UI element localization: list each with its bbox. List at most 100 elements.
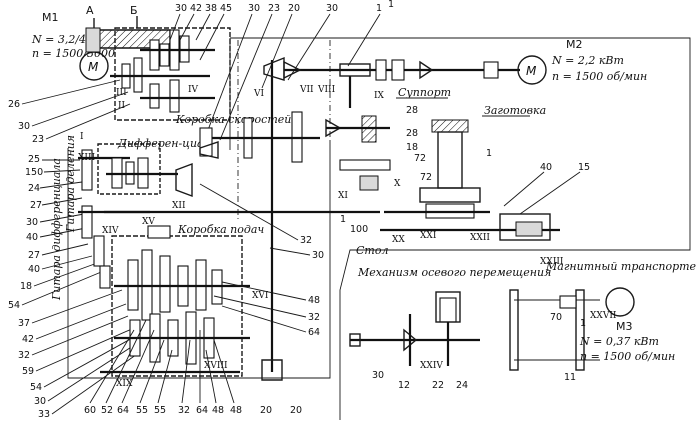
motor-m2-power: N = 2,2 кВт bbox=[551, 54, 624, 67]
svg-text:30: 30 bbox=[326, 3, 338, 14]
svg-text:XVIII: XVIII bbox=[204, 361, 228, 371]
motor-m2-name: M2 bbox=[566, 38, 583, 51]
top-numbers: 30 42 38 45 30 23 20 30 1 bbox=[169, 3, 382, 141]
svg-text:55: 55 bbox=[154, 405, 166, 416]
svg-text:VI: VI bbox=[253, 89, 264, 99]
svg-text:72: 72 bbox=[414, 153, 426, 164]
svg-text:42: 42 bbox=[22, 334, 34, 345]
svg-text:18: 18 bbox=[20, 281, 32, 292]
speed-box-label: Коробка скоростей bbox=[175, 113, 291, 126]
pulley-b-label: Б bbox=[130, 4, 138, 17]
svg-text:72: 72 bbox=[420, 172, 432, 183]
guitar-division-label: Гитара деления bbox=[64, 135, 77, 233]
svg-text:30: 30 bbox=[26, 217, 38, 228]
svg-text:40: 40 bbox=[26, 232, 38, 243]
bottom-numbers: 60 52 64 55 55 32 64 48 48 20 20 bbox=[84, 319, 302, 416]
svg-text:XIX: XIX bbox=[116, 379, 133, 389]
table-drive: 100 XX XXI XXII XXIII 40 15 1 1 bbox=[104, 148, 590, 267]
svg-text:1: 1 bbox=[376, 3, 382, 14]
svg-text:1: 1 bbox=[340, 214, 346, 225]
svg-text:70: 70 bbox=[550, 312, 562, 323]
svg-text:IV: IV bbox=[188, 85, 199, 95]
svg-text:18: 18 bbox=[406, 142, 418, 153]
table-label: Стол bbox=[356, 244, 388, 257]
svg-text:1: 1 bbox=[580, 318, 586, 329]
motor-m3-circle bbox=[605, 287, 635, 317]
svg-text:XI: XI bbox=[338, 191, 348, 201]
svg-text:45: 45 bbox=[220, 3, 232, 14]
svg-text:54: 54 bbox=[8, 300, 20, 311]
svg-text:48: 48 bbox=[212, 405, 224, 416]
motor-m3-name: M3 bbox=[616, 320, 633, 333]
motor-m3-power: N = 0,37 кВт bbox=[579, 335, 659, 348]
svg-text:XXVII: XXVII bbox=[590, 311, 617, 321]
svg-text:32: 32 bbox=[178, 405, 190, 416]
feed-box-label: Коробка подач bbox=[177, 223, 264, 236]
axial-mechanism-label: Механизм осевого перемещения bbox=[357, 266, 551, 279]
svg-text:1: 1 bbox=[486, 148, 492, 159]
workpiece: Заготовка 72 bbox=[419, 104, 546, 219]
svg-text:III: III bbox=[116, 88, 127, 98]
svg-text:XIV: XIV bbox=[102, 226, 119, 236]
svg-text:24: 24 bbox=[456, 380, 468, 391]
magnetic-conveyor-label: Магнитный транспортер стружки bbox=[545, 260, 696, 273]
differential: Дифферен-циал XII bbox=[97, 137, 211, 211]
svg-text:XXI: XXI bbox=[420, 231, 437, 241]
svg-text:XXIII: XXIII bbox=[540, 257, 564, 267]
svg-text:15: 15 bbox=[578, 162, 590, 173]
svg-text:59: 59 bbox=[22, 366, 34, 377]
svg-text:100: 100 bbox=[350, 224, 368, 235]
svg-text:40: 40 bbox=[540, 162, 552, 173]
svg-text:150: 150 bbox=[25, 167, 43, 178]
svg-text:32: 32 bbox=[308, 312, 320, 323]
motor-m1-symbol: M bbox=[88, 60, 99, 74]
motor-m2-speed: n = 1500 об/мин bbox=[552, 70, 647, 83]
svg-text:30: 30 bbox=[312, 250, 324, 261]
feed-box: Коробка подач XV XVI XVIII XIX bbox=[100, 217, 269, 389]
svg-text:30: 30 bbox=[18, 121, 30, 132]
svg-text:54: 54 bbox=[30, 382, 42, 393]
svg-text:60: 60 bbox=[84, 405, 96, 416]
svg-text:32: 32 bbox=[300, 235, 312, 246]
svg-text:24: 24 bbox=[28, 183, 40, 194]
workpiece-label: Заготовка bbox=[484, 104, 546, 117]
motor-m1-name: M1 bbox=[42, 11, 59, 24]
svg-text:28: 28 bbox=[406, 128, 418, 139]
svg-text:22: 22 bbox=[432, 380, 444, 391]
svg-text:20: 20 bbox=[290, 405, 302, 416]
support-label: Суппорт bbox=[398, 86, 451, 99]
svg-text:XVI: XVI bbox=[252, 291, 269, 301]
guitar-differential-label: Гитара дифференциала bbox=[50, 158, 63, 301]
support: Суппорт X XI 28 28 18 72 1 bbox=[325, 0, 451, 201]
svg-text:XII: XII bbox=[172, 201, 186, 211]
svg-text:55: 55 bbox=[136, 405, 148, 416]
svg-text:37: 37 bbox=[18, 318, 30, 329]
svg-text:XX: XX bbox=[392, 235, 405, 245]
guitars: Гитара дифференциала Гитара деления I XI… bbox=[50, 132, 150, 301]
svg-text:1: 1 bbox=[388, 0, 394, 10]
motor-m2-symbol: M bbox=[526, 64, 537, 78]
svg-text:XXII: XXII bbox=[470, 233, 490, 243]
svg-text:40: 40 bbox=[28, 264, 40, 275]
svg-text:64: 64 bbox=[196, 405, 208, 416]
svg-text:27: 27 bbox=[28, 250, 40, 261]
svg-text:28: 28 bbox=[406, 105, 418, 116]
svg-text:48: 48 bbox=[308, 295, 320, 306]
svg-text:11: 11 bbox=[564, 372, 576, 383]
motor-m1-speed: n = 1500/3000 bbox=[32, 47, 115, 60]
motor-m3-speed: n = 1500 об/мин bbox=[580, 350, 675, 363]
svg-text:II: II bbox=[118, 101, 126, 111]
svg-text:VIII: VIII bbox=[317, 85, 336, 95]
svg-text:12: 12 bbox=[398, 380, 410, 391]
svg-text:26: 26 bbox=[8, 99, 20, 110]
left-numbers: 26 30 23 25 150 24 27 30 40 27 40 18 54 … bbox=[8, 79, 141, 420]
vertical-shaft: VI bbox=[199, 56, 320, 381]
pulley-a-label: А bbox=[86, 4, 94, 17]
lower-labels: Стол Механизм осевого перемещения Магнит… bbox=[356, 244, 696, 279]
svg-text:64: 64 bbox=[308, 327, 320, 338]
svg-text:32: 32 bbox=[18, 350, 30, 361]
svg-text:XXIV: XXIV bbox=[420, 361, 443, 371]
svg-text:33: 33 bbox=[38, 409, 50, 420]
